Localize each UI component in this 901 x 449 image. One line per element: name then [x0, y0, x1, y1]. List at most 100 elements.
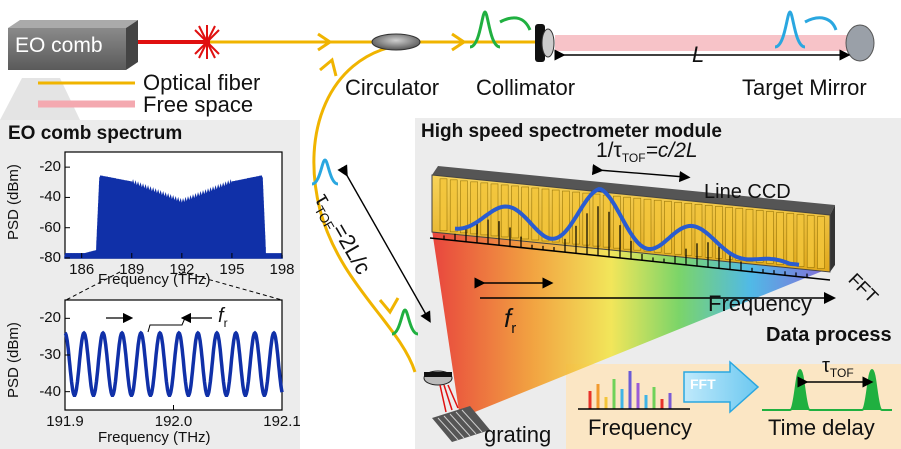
ccd-pixel	[592, 193, 601, 247]
ccd-pixel	[806, 215, 815, 268]
circulator-label: Circulator	[345, 75, 440, 100]
ccd-pixel	[500, 184, 509, 238]
data-process-time-delay-label: Time delay	[768, 415, 875, 440]
ccd-pixel	[725, 207, 733, 260]
ccd-pixel	[755, 210, 764, 263]
spectrometer-title: High speed spectrometer module	[421, 121, 722, 142]
chart1-xlabel: Frequency (THz)	[98, 271, 211, 288]
chart1-ylabel: PSD (dBm)	[5, 164, 22, 240]
ccd-pixel	[480, 182, 489, 236]
chart1-xtick-label: 192	[169, 261, 195, 278]
line-ccd-label: Line CCD	[704, 181, 791, 203]
collimator-icon	[535, 24, 545, 62]
grating-label: grating	[484, 422, 552, 447]
period-arrow	[591, 163, 691, 183]
chart2-fr-label: fr	[218, 305, 228, 330]
chart2-xtick-label: 192.1	[263, 413, 301, 430]
data-process-frequency-label: Frequency	[588, 415, 692, 440]
eo-panel-callout	[0, 78, 80, 120]
ccd-baseline	[429, 237, 831, 281]
chart2-ytick-label: -30	[39, 346, 61, 363]
pulse-outgoing	[469, 10, 501, 49]
ccd-pixel	[684, 202, 693, 256]
ccd-pixel	[470, 181, 478, 235]
ccd-pixel	[439, 178, 448, 232]
pulse-returning	[774, 10, 806, 49]
chart1-xtick-label: 195	[219, 261, 245, 278]
ccd-pixel	[531, 187, 540, 241]
ccd-pixel	[664, 200, 672, 254]
circulator-icon	[371, 33, 421, 51]
ccd-pixel	[582, 192, 591, 246]
ccd-pixel	[653, 199, 662, 253]
data-process-tau-label: τTOF	[822, 355, 854, 380]
chart2-ytick-label: -20	[39, 309, 61, 327]
chart2-xtick-label: 191.9	[46, 413, 84, 430]
chart2-ylabel: PSD (dBm)	[5, 322, 22, 398]
pulse-cyan-fiber	[311, 158, 339, 186]
ccd-pixel	[613, 195, 621, 249]
fft-arrow-label: FFT	[690, 376, 716, 392]
ccd-pixel	[562, 190, 570, 244]
legend-free-space-label: Free space	[143, 92, 254, 117]
zoom-connector-left	[65, 271, 121, 301]
spectrometer-collimator-body	[424, 372, 452, 377]
pulse-green-fiber	[391, 308, 419, 336]
chart1-ytick-label: -40	[39, 188, 61, 206]
eo-comb-box	[8, 28, 126, 70]
fft-arrow-icon	[683, 360, 760, 414]
collimator-label: Collimator	[476, 75, 576, 100]
ccd-pixel	[735, 208, 744, 261]
data-process-spectrum	[588, 371, 672, 409]
distance-L-label: L	[692, 42, 705, 67]
data-process-title: Data process	[766, 324, 892, 346]
pulse-outgoing-arrow	[499, 16, 532, 31]
time-delay-peaks	[762, 368, 892, 411]
frequency-axis-label: Frequency	[708, 291, 812, 316]
eo-spectrum-chart	[64, 151, 283, 259]
chart2-ytick-label: -40	[39, 382, 61, 400]
target-mirror-label: Target Mirror	[742, 75, 867, 100]
fr-bracket	[147, 317, 186, 333]
ccd-pixel	[786, 213, 795, 266]
chart1-xtick-label: 186	[69, 261, 95, 278]
period-label: 1/τTOF=c/2L	[596, 139, 698, 166]
ccd-pixel	[796, 214, 805, 267]
ccd-pixel	[745, 209, 754, 262]
target-mirror-icon	[845, 24, 875, 62]
free-space-beam	[555, 35, 848, 51]
chart2-xlabel: Frequency (THz)	[98, 429, 211, 446]
eo-comb-box-top	[8, 20, 138, 28]
chart1-series-line	[64, 175, 283, 259]
chart1-ytick-label: -60	[39, 218, 61, 236]
ccd-pixel	[776, 212, 784, 265]
dispersed-spectrum-fan	[432, 230, 830, 418]
ccd-pixel	[551, 189, 560, 243]
fiber-to-spectrometer	[312, 44, 417, 373]
ccd-pixel-bars	[443, 206, 808, 278]
tau-delay-arrow	[337, 164, 431, 323]
pulse-returning-arrow	[804, 16, 838, 31]
chart1-ytick-label: -80	[39, 249, 61, 266]
chart1-ytick-label: -20	[39, 158, 61, 176]
legend-fiber-label: Optical fiber	[143, 70, 261, 95]
zoom-connector-right	[181, 271, 283, 301]
collimator-lens	[541, 28, 555, 58]
chart1-xtick-label: 198	[269, 261, 295, 278]
eo-comb-label: EO comb	[15, 34, 103, 57]
eo-zoom-chart	[63, 299, 284, 411]
ccd-pixel	[643, 198, 652, 252]
eo-comb-box-side	[126, 20, 138, 70]
line-ccd	[431, 166, 835, 273]
ccd-pixel	[460, 180, 468, 234]
chart2-xtick-label: 192.0	[154, 413, 193, 430]
ccd-pixel	[449, 179, 458, 233]
ccd-pixel	[633, 197, 642, 251]
eo-spectrum-title: EO comb spectrum	[8, 123, 183, 144]
ccd-pixel	[817, 216, 825, 269]
ccd-pixel	[766, 211, 774, 264]
chart1-xtick-label: 189	[119, 261, 145, 278]
interference-pattern	[454, 187, 800, 267]
